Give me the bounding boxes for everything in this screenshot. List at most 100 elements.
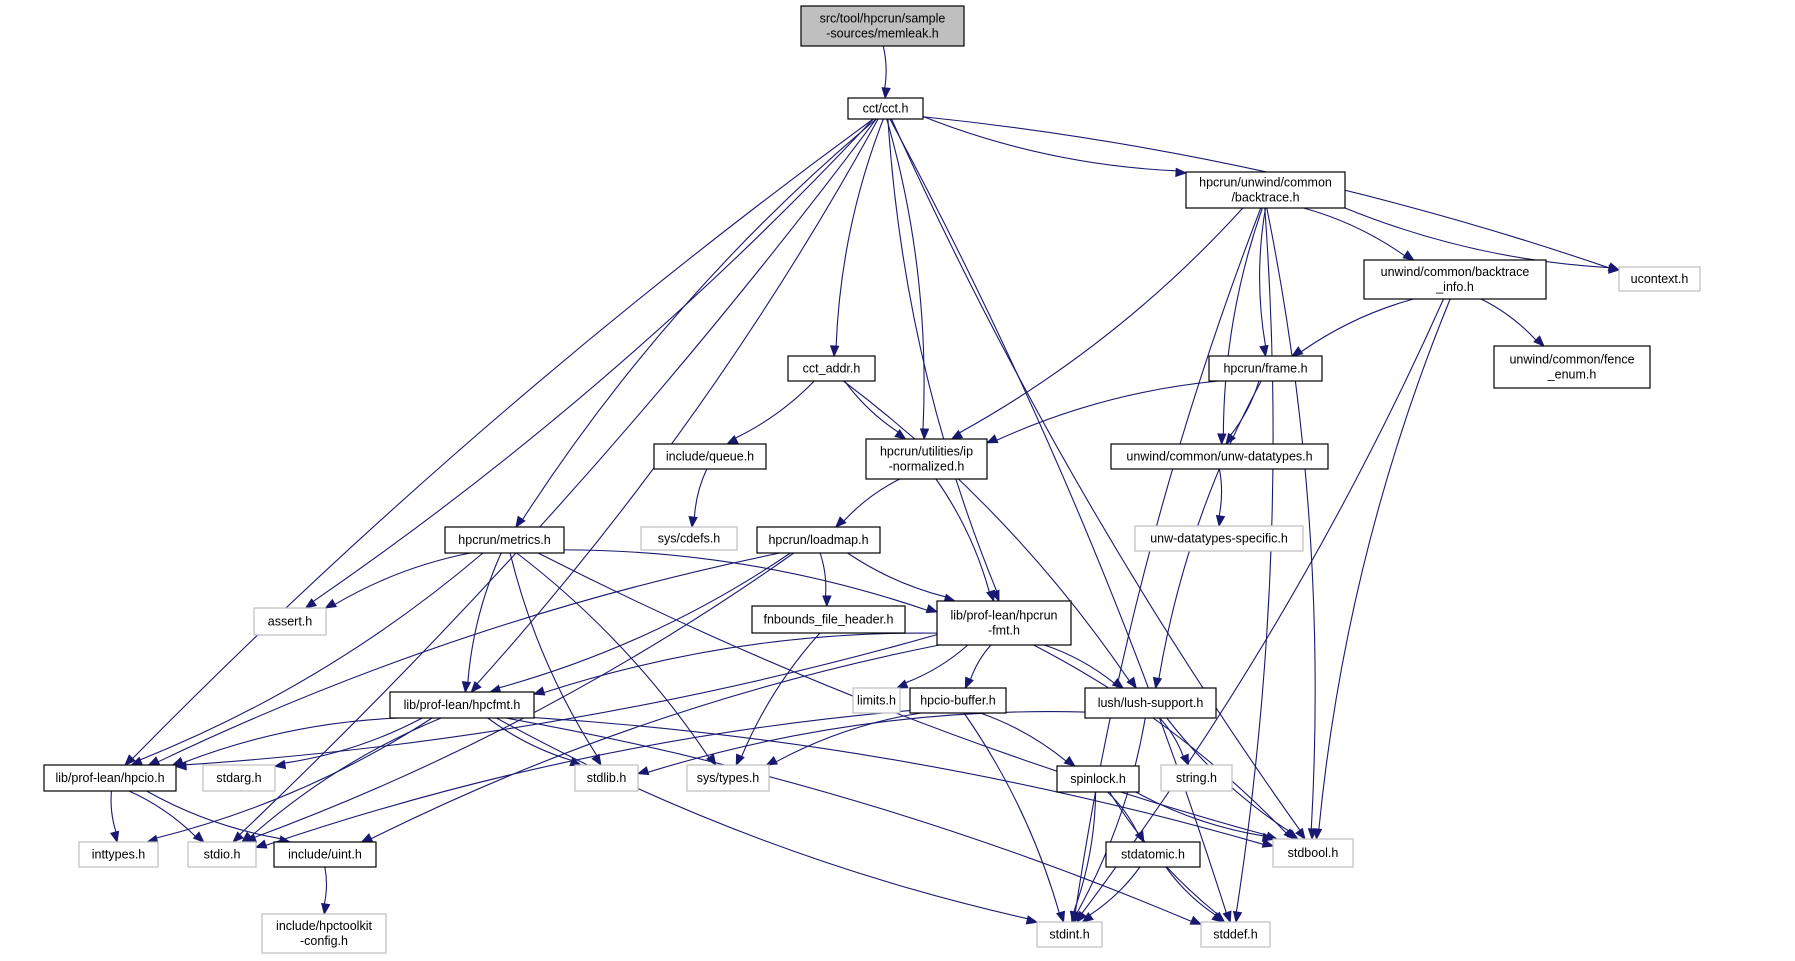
node-label: hpcrun/metrics.h [458, 533, 550, 547]
node-label: include/hpctoolkit [276, 919, 372, 933]
node-spinlock[interactable]: spinlock.h [1056, 765, 1140, 793]
arrowhead-icon [461, 681, 472, 694]
node-label: hpcrun/loadmap.h [768, 533, 868, 547]
node-label: string.h [1176, 771, 1217, 785]
edge-cct-to-ipnorm [886, 118, 930, 441]
node-box [1105, 841, 1201, 868]
node-fnbounds[interactable]: fnbounds_file_header.h [751, 605, 906, 634]
arrowhead-icon [822, 595, 832, 608]
node-box [787, 355, 876, 382]
edge-line [905, 644, 969, 684]
edge-line [886, 118, 925, 430]
edge-line [370, 644, 940, 840]
arrowhead-icon [834, 516, 847, 528]
edge-hpcio-to-stdio [128, 790, 205, 843]
arrowhead-icon [950, 429, 964, 440]
node-box [1036, 921, 1103, 948]
node-box [847, 97, 924, 120]
edge-ipnorm-to-hpcrunfmt [935, 478, 996, 603]
edge-hpcrunfmt-to-hpciobuf [964, 644, 992, 690]
node-box [253, 607, 327, 636]
edge-line [476, 118, 879, 685]
edge-cct-to-assert [304, 118, 874, 609]
edge-line [889, 118, 1227, 913]
arrowhead-icon [1025, 915, 1039, 925]
edge-line [922, 116, 1177, 172]
node-hpcrunfmt[interactable]: lib/prof-lean/hpcrun-fmt.h [936, 600, 1072, 646]
arrowhead-icon [1261, 832, 1275, 842]
arrowhead-icon [1126, 676, 1137, 690]
node-label: fnbounds_file_header.h [764, 613, 894, 627]
edge-hpcrunfmt-to-limits [895, 644, 969, 689]
node-label: stddef.h [1213, 928, 1258, 942]
edge-line [1235, 207, 1274, 913]
arrowhead-icon [1312, 828, 1323, 841]
node-box [273, 841, 377, 868]
node-stdint: stdint.h [1036, 921, 1103, 948]
node-hpciobuf[interactable]: hpcio-buffer.h [909, 687, 1007, 714]
node-label: spinlock.h [1070, 772, 1126, 786]
edge-line [1081, 298, 1445, 914]
node-hpcfmt[interactable]: lib/prof-lean/hpcfmt.h [389, 691, 535, 719]
edge-line [128, 790, 196, 837]
arrowhead-icon [985, 434, 999, 444]
edge-cct-to-hpcfmt [470, 118, 879, 694]
edges-layer [109, 45, 1621, 925]
edge-bt_info-to-frame [1290, 298, 1414, 357]
node-stdatomic[interactable]: stdatomic.h [1105, 841, 1201, 868]
edge-cct-to-cct_addr [829, 118, 884, 358]
edge-cct_addr-to-lush [843, 380, 1137, 690]
edge-hpcfmt-to-stddef [505, 717, 1203, 925]
node-cct[interactable]: cct/cct.h [847, 97, 924, 120]
node-lush[interactable]: lush/lush-support.h [1084, 687, 1217, 719]
node-label: hpcrun/unwind/common [1199, 176, 1332, 190]
node-metrics[interactable]: hpcrun/metrics.h [444, 526, 565, 554]
edge-line [1074, 207, 1262, 913]
edge-backtrace-to-frame [1259, 207, 1269, 358]
edge-hpcrunfmt-to-lush [1044, 644, 1125, 689]
arrowhead-icon [829, 345, 840, 358]
node-hpcio[interactable]: lib/prof-lean/hpcio.h [43, 764, 177, 792]
edge-line [844, 380, 899, 433]
arrowhead-icon [254, 839, 268, 849]
edge-line [182, 717, 400, 764]
node-label: cct/cct.h [863, 102, 909, 116]
arrowhead-icon [925, 604, 939, 614]
node-limits: limits.h [852, 687, 901, 714]
edge-stdatomic-to-stdint [1081, 866, 1141, 923]
node-box [1110, 443, 1329, 470]
edge-line [963, 712, 1060, 914]
arrowhead-icon [232, 831, 244, 843]
node-queue[interactable]: include/queue.h [653, 443, 767, 470]
node-unwdt[interactable]: unwind/common/unw-datatypes.h [1110, 443, 1329, 470]
node-ucontext: ucontext.h [1618, 266, 1701, 292]
node-label: stdbool.h [1288, 846, 1339, 860]
edge-line [496, 717, 1028, 920]
edge-line [1318, 298, 1451, 830]
node-label: stdlib.h [587, 771, 627, 785]
edge-line [1089, 866, 1141, 916]
edge-line [1344, 207, 1610, 269]
arrowhead-icon [1179, 753, 1190, 767]
arrowhead-icon [124, 754, 136, 766]
node-uint[interactable]: include/uint.h [273, 841, 377, 868]
node-label: -fmt.h [988, 624, 1020, 638]
node-backtrace[interactable]: hpcrun/unwind/common/backtrace.h [1185, 171, 1346, 209]
edge-line [843, 478, 901, 522]
node-ipnorm[interactable]: hpcrun/utilities/ip-normalized.h [865, 438, 988, 480]
edge-loadmap-to-hpcfmt [488, 552, 791, 694]
edge-hpciobuf-to-spinlock [980, 712, 1076, 767]
node-label: include/uint.h [288, 848, 362, 862]
node-bt_info[interactable]: unwind/common/backtrace_info.h [1363, 259, 1547, 300]
node-box [1493, 345, 1651, 389]
node-cct_addr[interactable]: cct_addr.h [787, 355, 876, 382]
node-fence[interactable]: unwind/common/fence_enum.h [1493, 345, 1651, 389]
edge-unwdt-to-unwdts [1215, 468, 1226, 528]
node-frame[interactable]: hpcrun/frame.h [1208, 355, 1323, 382]
node-box [852, 687, 901, 714]
node-label: limits.h [857, 694, 896, 708]
node-loadmap[interactable]: hpcrun/loadmap.h [756, 526, 881, 554]
node-label: src/tool/hpcrun/sample [820, 12, 946, 26]
node-label: stdint.h [1049, 928, 1089, 942]
arrowhead-icon [919, 428, 930, 441]
